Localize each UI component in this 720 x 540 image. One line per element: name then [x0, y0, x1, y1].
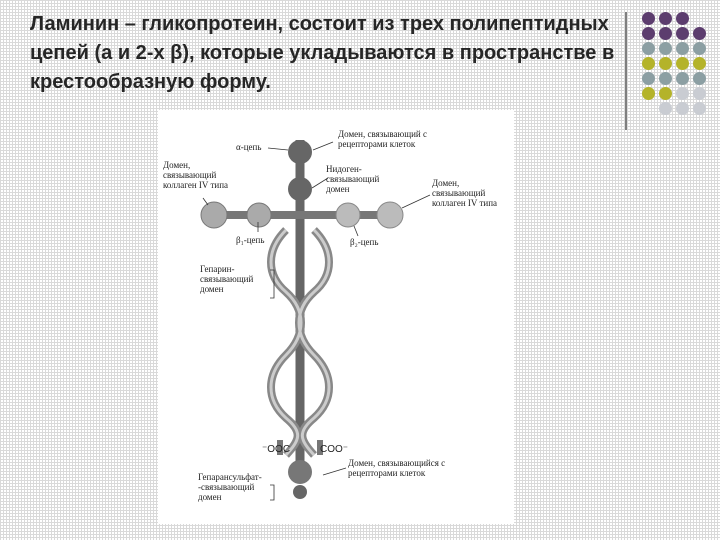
decorative-dot [642, 42, 655, 55]
vertical-divider [625, 12, 627, 130]
alpha-globule-nidogen [288, 177, 312, 201]
label-alpha-chain: α-цепь [236, 142, 261, 152]
laminin-diagram: α-цепь Домен, связывающий с рецепторами … [158, 110, 514, 524]
decorative-dot [642, 12, 655, 25]
decorative-dot [693, 102, 706, 115]
label-collagen-left-3: коллаген IV типа [163, 180, 228, 190]
alpha-globule-bottom [288, 460, 312, 484]
slide-title: Ламинин – гликопротеин, состоит из трех … [30, 13, 615, 93]
decorative-dot [676, 12, 689, 25]
label-cell-domain-bottom-1: Домен, связывающийся с [348, 458, 445, 468]
decorative-dot [659, 27, 672, 40]
decorative-dot [676, 27, 689, 40]
decorative-dot [676, 102, 689, 115]
label-cooh-left: ⁻OOC [262, 444, 290, 455]
decorative-dot [659, 102, 672, 115]
decorative-dot [693, 57, 706, 70]
label-heparansulfate-3: домен [198, 492, 222, 502]
label-collagen-right-1: Домен, [432, 178, 459, 188]
decorative-dot [676, 87, 689, 100]
label-cell-domain-top-2: рецепторами клеток [338, 139, 416, 149]
label-collagen-left-2: связывающий [163, 170, 216, 180]
beta1-globule-outer [200, 201, 228, 229]
label-heparansulfate-1: Гепарансульфат- [198, 472, 262, 482]
decorative-dot [659, 87, 672, 100]
label-collagen-right-3: коллаген IV типа [432, 198, 497, 208]
label-nidogen-2: связывающий [326, 174, 379, 184]
laminin-structure-svg: α-цепь Домен, связывающий с рецепторами … [163, 129, 497, 502]
label-nidogen-3: домен [326, 184, 350, 194]
decorative-dot [659, 72, 672, 85]
decorative-dot [693, 72, 706, 85]
decorative-dot [676, 42, 689, 55]
decorative-dot [693, 27, 706, 40]
decorative-dot [642, 72, 655, 85]
decorative-dot [659, 12, 672, 25]
label-cooh-right: COO⁻ [320, 444, 348, 455]
beta2-globule-inner [335, 202, 361, 228]
label-nidogen-1: Нидоген- [326, 164, 362, 174]
label-heparansulfate-2: -связывающий [198, 482, 254, 492]
label-cell-domain-top-1: Домен, связывающий с [338, 129, 427, 139]
label-heparin-1: Гепарин- [200, 264, 234, 274]
decorative-dot-grid [640, 10, 720, 120]
alpha-globule-top [288, 140, 312, 164]
label-cell-domain-bottom-2: рецепторами клеток [348, 468, 426, 478]
decorative-dot [659, 42, 672, 55]
label-collagen-left-1: Домен, [163, 160, 190, 170]
label-heparin-3: домен [200, 284, 224, 294]
decorative-dot [676, 57, 689, 70]
label-collagen-right-2: связывающий [432, 188, 485, 198]
label-beta2-chain: β₂-цепь [350, 237, 378, 247]
beta1-globule-inner [246, 202, 272, 228]
label-beta1-chain: β₁-цепь [236, 235, 264, 245]
decorative-dot [642, 27, 655, 40]
decorative-dot [676, 72, 689, 85]
decorative-dot [659, 57, 672, 70]
decorative-dot [642, 57, 655, 70]
decorative-dot [693, 87, 706, 100]
beta2-globule-outer [376, 201, 404, 229]
decorative-dot [642, 87, 655, 100]
label-heparin-2: связывающий [200, 274, 253, 284]
decorative-dot [693, 42, 706, 55]
